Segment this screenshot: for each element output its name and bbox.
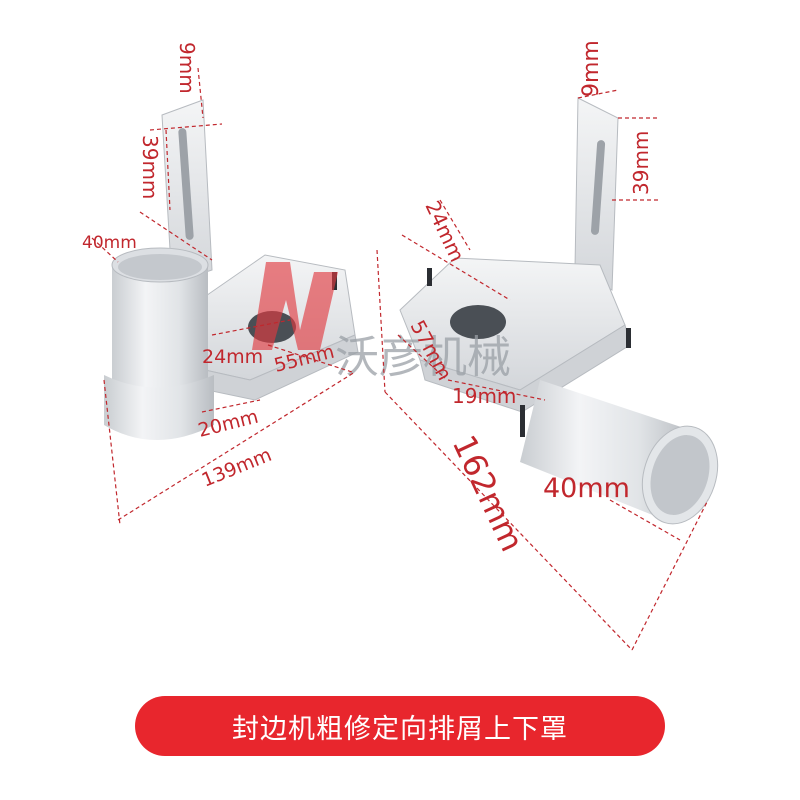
right-overall-length-label: 162mm bbox=[445, 429, 532, 557]
left-slot-top-label: 9mm bbox=[175, 42, 199, 94]
left-hole-diameter-label: 24mm bbox=[202, 346, 263, 368]
left-slot-length-label: 39mm bbox=[138, 135, 162, 199]
product-caption: 封边机粗修定向排屑上下罩 bbox=[135, 696, 665, 756]
left-overall-length-label: 139mm bbox=[199, 444, 275, 492]
dimension-lines bbox=[91, 67, 709, 651]
right-height-label: 19mm bbox=[452, 384, 516, 408]
right-hole-diameter-label: 24mm bbox=[420, 197, 469, 266]
watermark-text: 沃彦机械 bbox=[335, 332, 511, 383]
right-tube-diameter-label: 40mm bbox=[543, 473, 630, 504]
right-slot-length-label: 39mm bbox=[629, 131, 653, 195]
right-part bbox=[399, 97, 719, 525]
right-slot-top-label: 9mm bbox=[579, 40, 604, 97]
left-tube-diameter-label: 40mm bbox=[82, 233, 137, 253]
watermark: 沃彦机械 bbox=[252, 262, 511, 383]
